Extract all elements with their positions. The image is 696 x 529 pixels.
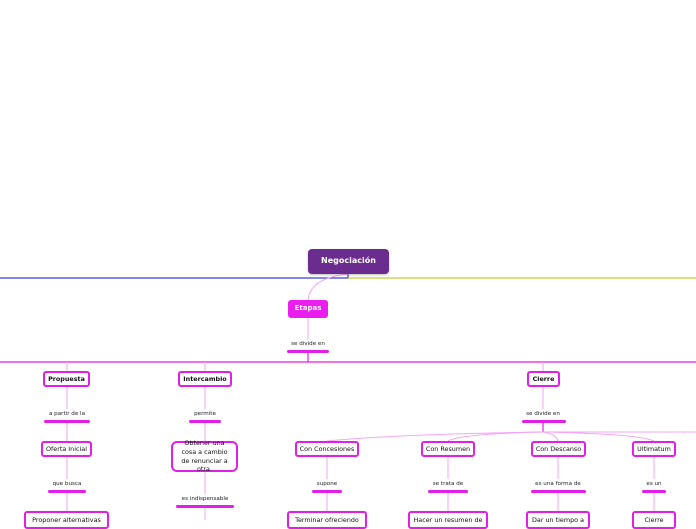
relation-underline xyxy=(176,505,234,508)
ultimatum-node[interactable]: Ultimatum xyxy=(632,441,676,457)
relation-underline xyxy=(312,490,342,493)
line-root-etapas xyxy=(307,273,349,301)
etapas-node[interactable]: Etapas xyxy=(288,300,328,318)
relation-underline xyxy=(531,490,586,493)
relation-label-es-una-forma-de: es una forma de xyxy=(535,481,581,487)
terminar-ofreciendo-node[interactable]: Terminar ofreciendo xyxy=(287,511,367,529)
relation-label-es-indispensable: es indispensable xyxy=(181,496,229,502)
relation-label-es-un: es un xyxy=(646,481,662,487)
relation-underline xyxy=(428,490,468,493)
intercambio-node[interactable]: Intercambio xyxy=(178,371,232,387)
con-concesiones-node[interactable]: Con Concesiones xyxy=(295,441,359,457)
relation-underline xyxy=(44,420,90,423)
relation-underline xyxy=(189,420,221,423)
branch-line-left xyxy=(0,272,349,279)
relation-label-permite: permite xyxy=(194,411,216,417)
relation-label-que-busca: que busca xyxy=(52,481,82,487)
cierre-fan-line xyxy=(326,431,544,442)
dar-un-tiempo-node[interactable]: Dar un tiempo a xyxy=(526,511,590,529)
hacer-un-resumen-node[interactable]: Hacer un resumen de xyxy=(408,511,488,529)
oferta-inicial-node[interactable]: Oferta Inicial xyxy=(41,441,92,457)
con-descanso-node[interactable]: Con Descanso xyxy=(531,441,586,457)
relation-underline xyxy=(522,420,566,423)
propuesta-node[interactable]: Propuesta xyxy=(43,371,90,387)
cierre-node[interactable]: Cierre xyxy=(527,371,560,387)
cierre-ultimatum-node[interactable]: Cierre xyxy=(632,511,676,529)
relation-label-supone: supone xyxy=(316,481,338,487)
relation-label-se-trata-de: se trata de xyxy=(432,481,464,487)
obtener-una-cosa-node[interactable]: Obtener una cosa a cambio de renunciar a… xyxy=(171,439,238,473)
relation-underline xyxy=(642,490,666,493)
proponer-alternativas-node[interactable]: Proponer alternativas xyxy=(24,511,109,529)
relation-label-se-divide-en: se divide en xyxy=(291,341,325,347)
relation-underline xyxy=(48,490,86,493)
root-node[interactable]: Negociación xyxy=(308,249,389,274)
relation-label-se-divide-en-cierre: se divide en xyxy=(526,411,560,417)
con-resumen-node[interactable]: Con Resumen xyxy=(421,441,475,457)
relation-label-a-partir-de-la: a partir de la xyxy=(48,411,86,417)
relation-underline xyxy=(287,350,329,353)
